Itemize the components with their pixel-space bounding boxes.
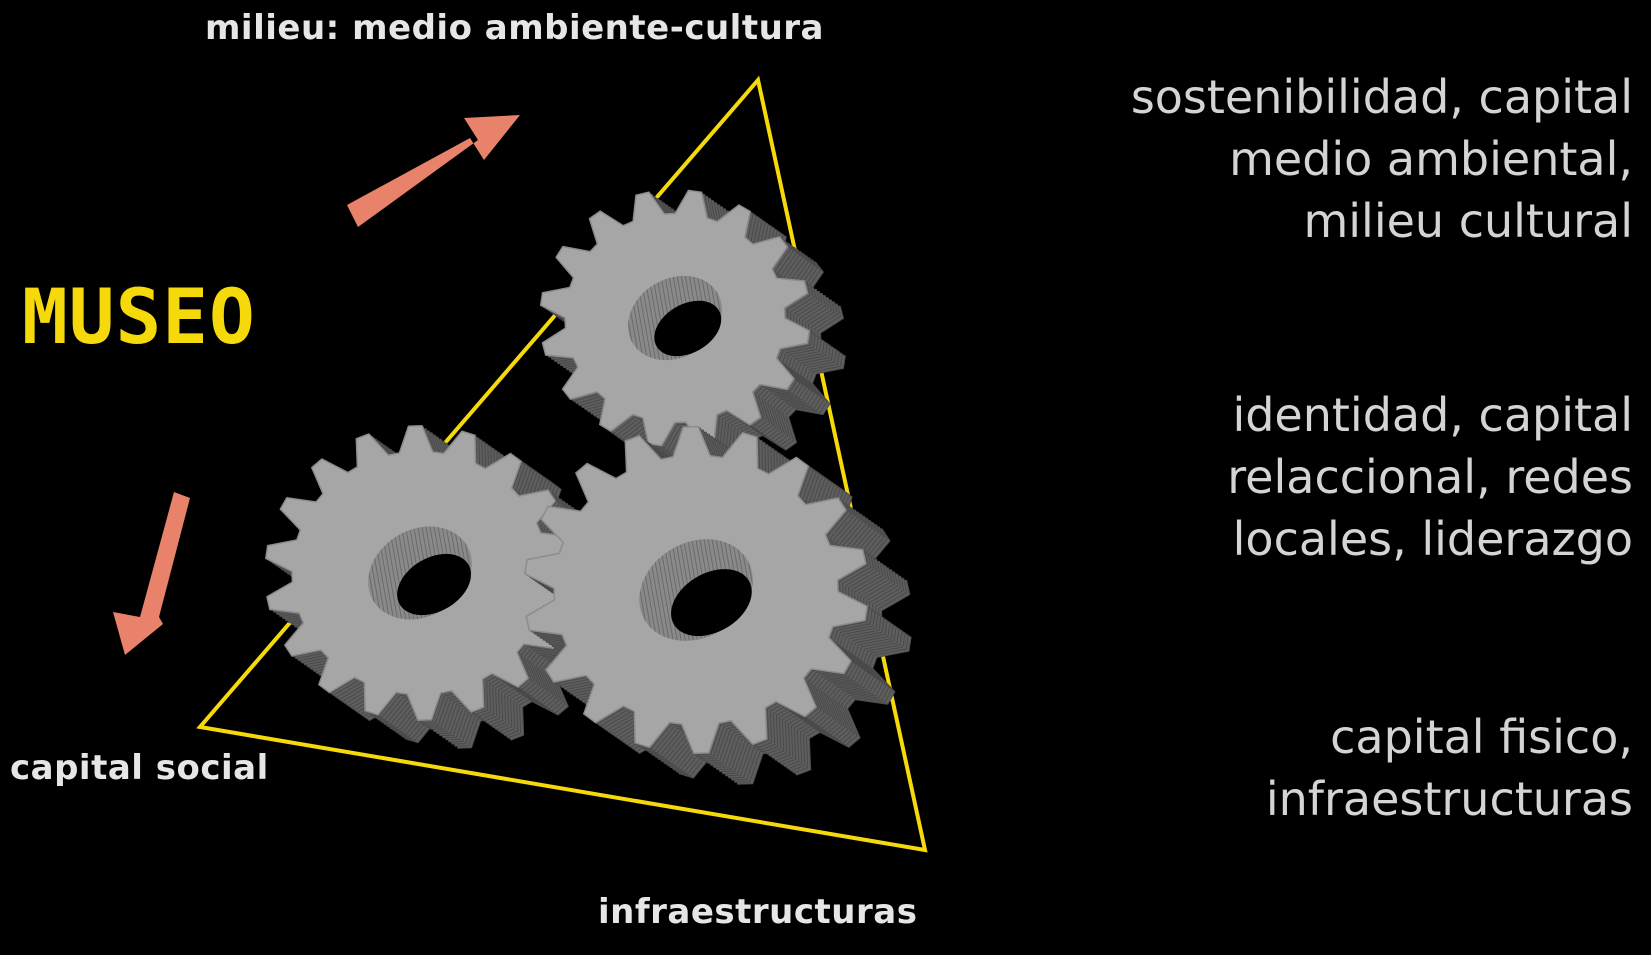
gear-icon: [264, 425, 615, 749]
description-block-3: capital fisico, infraestructuras: [1073, 706, 1633, 830]
description-line: locales, liderazgo: [1232, 512, 1633, 566]
description-line: capital fisico,: [1330, 710, 1633, 764]
description-line: identidad, capital: [1232, 388, 1633, 442]
vertex-label-left: capital social: [10, 748, 269, 788]
description-line: infraestructuras: [1265, 772, 1633, 826]
description-block-2: identidad, capital relaccional, redes lo…: [1073, 384, 1633, 570]
gear-icon: [539, 189, 846, 472]
description-line: milieu cultural: [1303, 194, 1633, 248]
description-line: sostenibilidad, capital: [1130, 70, 1633, 124]
vertex-label-bottom: infraestructuras: [598, 892, 918, 932]
arrow-down-left-icon: [113, 492, 190, 655]
triangle-outline: [196, 75, 928, 853]
arrow-up-right-icon: [347, 115, 520, 227]
description-block-1: sostenibilidad, capital medio ambiental,…: [1073, 66, 1633, 252]
page-title: MUSEO: [22, 272, 256, 361]
description-line: medio ambiental,: [1229, 132, 1633, 186]
vertex-label-top: milieu: medio ambiente-cultura: [205, 8, 824, 48]
description-line: relaccional, redes: [1227, 450, 1633, 504]
gear-icon: [524, 425, 912, 785]
